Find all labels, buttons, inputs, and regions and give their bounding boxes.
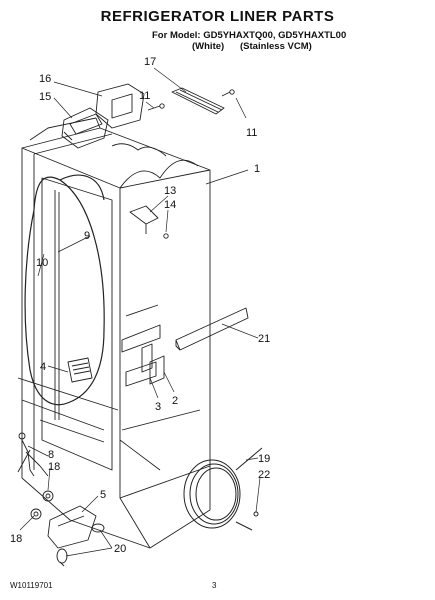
wire-harness-part (17, 432, 49, 477)
cap-part (30, 490, 54, 520)
variant-white: (White) (192, 41, 225, 52)
callout-19: 19 (258, 453, 270, 465)
callout-21: 21 (258, 333, 270, 345)
callout-20: 20 (114, 543, 126, 555)
variant-stainless: (Stainless VCM) (240, 41, 312, 52)
callout-2: 2 (172, 395, 178, 407)
callout-4: 4 (40, 361, 46, 373)
control-housing-part (61, 107, 109, 149)
callout-14: 14 (164, 199, 176, 211)
bulb-part (56, 523, 105, 567)
refrigerator-liner (17, 117, 211, 549)
callout-13: 13 (164, 185, 176, 197)
shelf-support-part (175, 307, 249, 351)
callout-9: 9 (84, 230, 90, 242)
light-housing-part (47, 505, 97, 549)
callout-18-upper: 18 (48, 461, 60, 473)
callout-17: 17 (144, 56, 156, 68)
document-number: W10119701 (10, 581, 53, 590)
callout-22: 22 (258, 469, 270, 481)
callout-10: 10 (36, 257, 48, 269)
callout-11-right: 11 (246, 127, 257, 139)
leader-lines (19, 67, 261, 557)
diagram-title: REFRIGERATOR LINER PARTS (100, 8, 335, 25)
water-tube-part (183, 447, 263, 531)
callout-11-top: 11 (139, 90, 150, 102)
callout-18-lower: 18 (10, 533, 22, 545)
top-bracket-part (95, 83, 145, 129)
small-bracket-part (141, 343, 165, 385)
callout-labels: 17 16 15 11 11 1 13 14 9 10 21 4 3 2 8 1… (10, 56, 270, 555)
callout-16: 16 (39, 73, 51, 85)
model-line: For Model: GD5YHAXTQ00, GD5YHAXTL00 (152, 30, 347, 41)
callout-3: 3 (155, 401, 161, 413)
wall-bracket-part (129, 205, 169, 239)
vent-part (67, 357, 93, 383)
callout-1: 1 (254, 163, 260, 175)
page-number: 3 (212, 581, 217, 590)
light-strip-part (171, 87, 225, 115)
callout-8: 8 (48, 449, 54, 461)
callout-15: 15 (39, 91, 51, 103)
callout-5: 5 (100, 489, 106, 501)
